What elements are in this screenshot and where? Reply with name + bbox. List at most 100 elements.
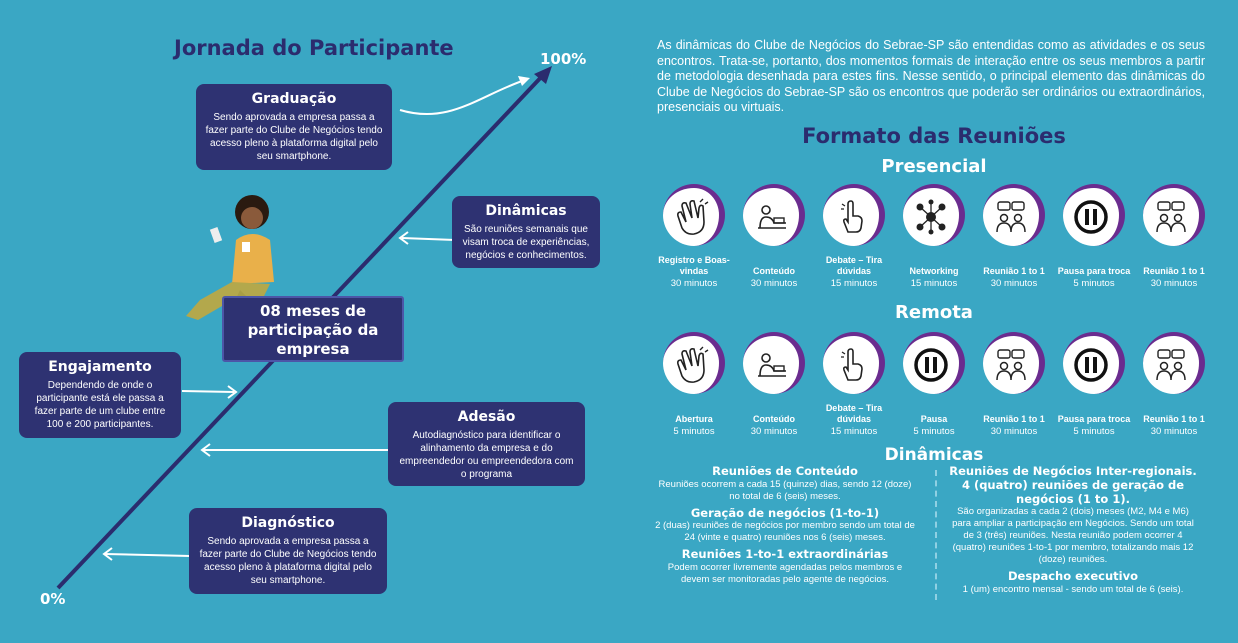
presencial-step: Reunião 1 to 1 30 minutos — [1134, 184, 1214, 289]
presencial-step: Pausa para troca 5 minutos — [1054, 184, 1134, 289]
remota-step: Pausa para troca 5 minutos — [1054, 332, 1134, 437]
meeting-icon — [996, 349, 1026, 381]
card-graduacao-text: Sendo aprovada a empresa passa a fazer p… — [205, 112, 383, 162]
step-label: Reunião 1 to 1 — [983, 265, 1045, 276]
step-icon-ring — [743, 184, 805, 246]
presencial-step: Conteúdo 30 minutos — [734, 184, 814, 289]
formato-title: Formato das Reuniões — [802, 124, 1066, 148]
step-time: 5 minutos — [1073, 426, 1115, 437]
dinamicas-right-col: Reuniões de Negócios Inter-regionais. 4 … — [948, 464, 1198, 599]
card-adesao-title: Adesão — [457, 409, 516, 425]
dr0-text: São organizadas a cada 2 (dois) meses (M… — [952, 506, 1194, 565]
remota-title: Remota — [895, 302, 973, 323]
presenter-icon — [758, 353, 786, 377]
step-label: Reunião 1 to 1 — [983, 413, 1045, 424]
network-icon — [916, 199, 946, 235]
dl1-text: 2 (duas) reuniões de negócios por membro… — [655, 520, 915, 544]
arrow-diagnostico — [104, 553, 191, 557]
remota-step: Reunião 1 to 1 30 minutos — [1134, 332, 1214, 437]
dr1-text: 1 (um) encontro mensal - sendo um total … — [962, 583, 1184, 595]
step-time: 5 minutos — [913, 426, 955, 437]
meeting-icon — [996, 201, 1026, 233]
card-dinamicas-text: São reuniões semanais que visam troca de… — [462, 224, 590, 261]
dl2-title: Reuniões 1-to-1 extraordinárias — [681, 547, 889, 562]
card-engajamento-text: Dependendo de onde o participante está e… — [34, 380, 166, 430]
step-time: 5 minutos — [1073, 278, 1115, 289]
clapping-hands-icon — [677, 346, 709, 383]
card-diagnostico-text: Sendo aprovada a empresa passa a fazer p… — [199, 536, 377, 586]
card-graduacao: Graduação Sendo aprovada a empresa passa… — [196, 84, 392, 170]
step-time: 30 minutos — [1150, 426, 1198, 437]
card-adesao-text: Autodiagnóstico para identificar o alinh… — [399, 430, 574, 480]
step-icon-ring — [1143, 332, 1205, 394]
pause-icon — [914, 348, 948, 382]
card-engajamento-title: Engajamento — [48, 359, 152, 375]
step-label: Reunião 1 to 1 — [1143, 265, 1205, 276]
step-label: Debate – Tira dúvidas — [825, 403, 883, 424]
step-icon-ring — [663, 184, 725, 246]
step-time: 30 minutos — [750, 278, 798, 289]
step-icon-ring — [983, 184, 1045, 246]
step-icon-ring — [1063, 332, 1125, 394]
raised-hand-icon — [841, 200, 863, 233]
arrow-graduacao-head — [518, 76, 530, 86]
dinamicas-left-col: Reuniões de Conteúdo Reuniões ocorrem a … — [655, 464, 915, 590]
arrow-dinamicas — [401, 237, 456, 241]
arrow-engajamento — [181, 390, 235, 393]
meeting-icon — [1156, 201, 1186, 233]
card-graduacao-title: Graduação — [251, 91, 337, 107]
step-icon-ring — [823, 184, 885, 246]
remota-step: Abertura 5 minutos — [654, 332, 734, 437]
pct-bottom-label: 0% — [40, 590, 66, 608]
step-icon-ring — [1063, 184, 1125, 246]
progress-arrow-head — [534, 66, 552, 84]
step-label: Pausa — [920, 413, 948, 424]
card-engajamento: Engajamento Dependendo de onde o partici… — [19, 352, 181, 438]
step-time: 5 minutos — [673, 426, 715, 437]
step-time: 15 minutos — [830, 278, 878, 289]
card-dinamicas: Dinâmicas São reuniões semanais que visa… — [452, 196, 600, 268]
arrow-diagnostico-head — [102, 547, 113, 561]
card-diagnostico: Diagnóstico Sendo aprovada a empresa pas… — [189, 508, 387, 594]
step-label: Abertura — [675, 413, 713, 424]
remota-step: Pausa 5 minutos — [894, 332, 974, 437]
dr1-title: Despacho executivo — [1008, 568, 1138, 583]
remota-step: Conteúdo 30 minutos — [734, 332, 814, 437]
pause-icon — [1074, 200, 1108, 234]
pause-icon — [1074, 348, 1108, 382]
journey-title: Jornada do Participante — [174, 36, 454, 60]
dl0-text: Reuniões ocorrem a cada 15 (quinze) dias… — [658, 478, 912, 502]
step-icon-ring — [1143, 184, 1205, 246]
step-label: Pausa para troca — [1057, 265, 1131, 276]
step-label: Conteúdo — [753, 413, 795, 424]
arrow-graduacao — [399, 79, 526, 116]
dl1-title: Geração de negócios (1-to-1) — [690, 505, 880, 520]
step-label: Debate – Tira dúvidas — [825, 255, 883, 276]
meeting-icon — [1156, 349, 1186, 381]
presencial-step: Reunião 1 to 1 30 minutos — [974, 184, 1054, 289]
arrow-dinamicas-head — [398, 231, 409, 245]
step-time: 30 minutos — [750, 426, 798, 437]
step-icon-ring — [663, 332, 725, 394]
dr0-title: Reuniões de Negócios Inter-regionais. 4 … — [949, 464, 1197, 506]
intro-paragraph: As dinâmicas do Clube de Negócios do Seb… — [657, 38, 1205, 114]
dl0-title: Reuniões de Conteúdo — [712, 464, 858, 478]
step-label: Reunião 1 to 1 — [1143, 413, 1205, 424]
step-icon-ring — [983, 332, 1045, 394]
clapping-hands-icon — [677, 198, 709, 235]
step-time: 30 minutos — [1150, 278, 1198, 289]
raised-hand-icon — [841, 348, 863, 381]
step-time: 30 minutos — [990, 278, 1038, 289]
card-adesao: Adesão Autodiagnóstico para identificar … — [388, 402, 585, 486]
step-label: Conteúdo — [753, 265, 795, 276]
arrow-engajamento-head — [227, 385, 238, 399]
arrow-adesao-head — [200, 443, 211, 457]
step-icon-ring — [743, 332, 805, 394]
step-time: 15 minutos — [910, 278, 958, 289]
step-label: Pausa para troca — [1057, 413, 1131, 424]
step-time: 15 minutos — [830, 426, 878, 437]
presenter-icon — [758, 205, 786, 229]
